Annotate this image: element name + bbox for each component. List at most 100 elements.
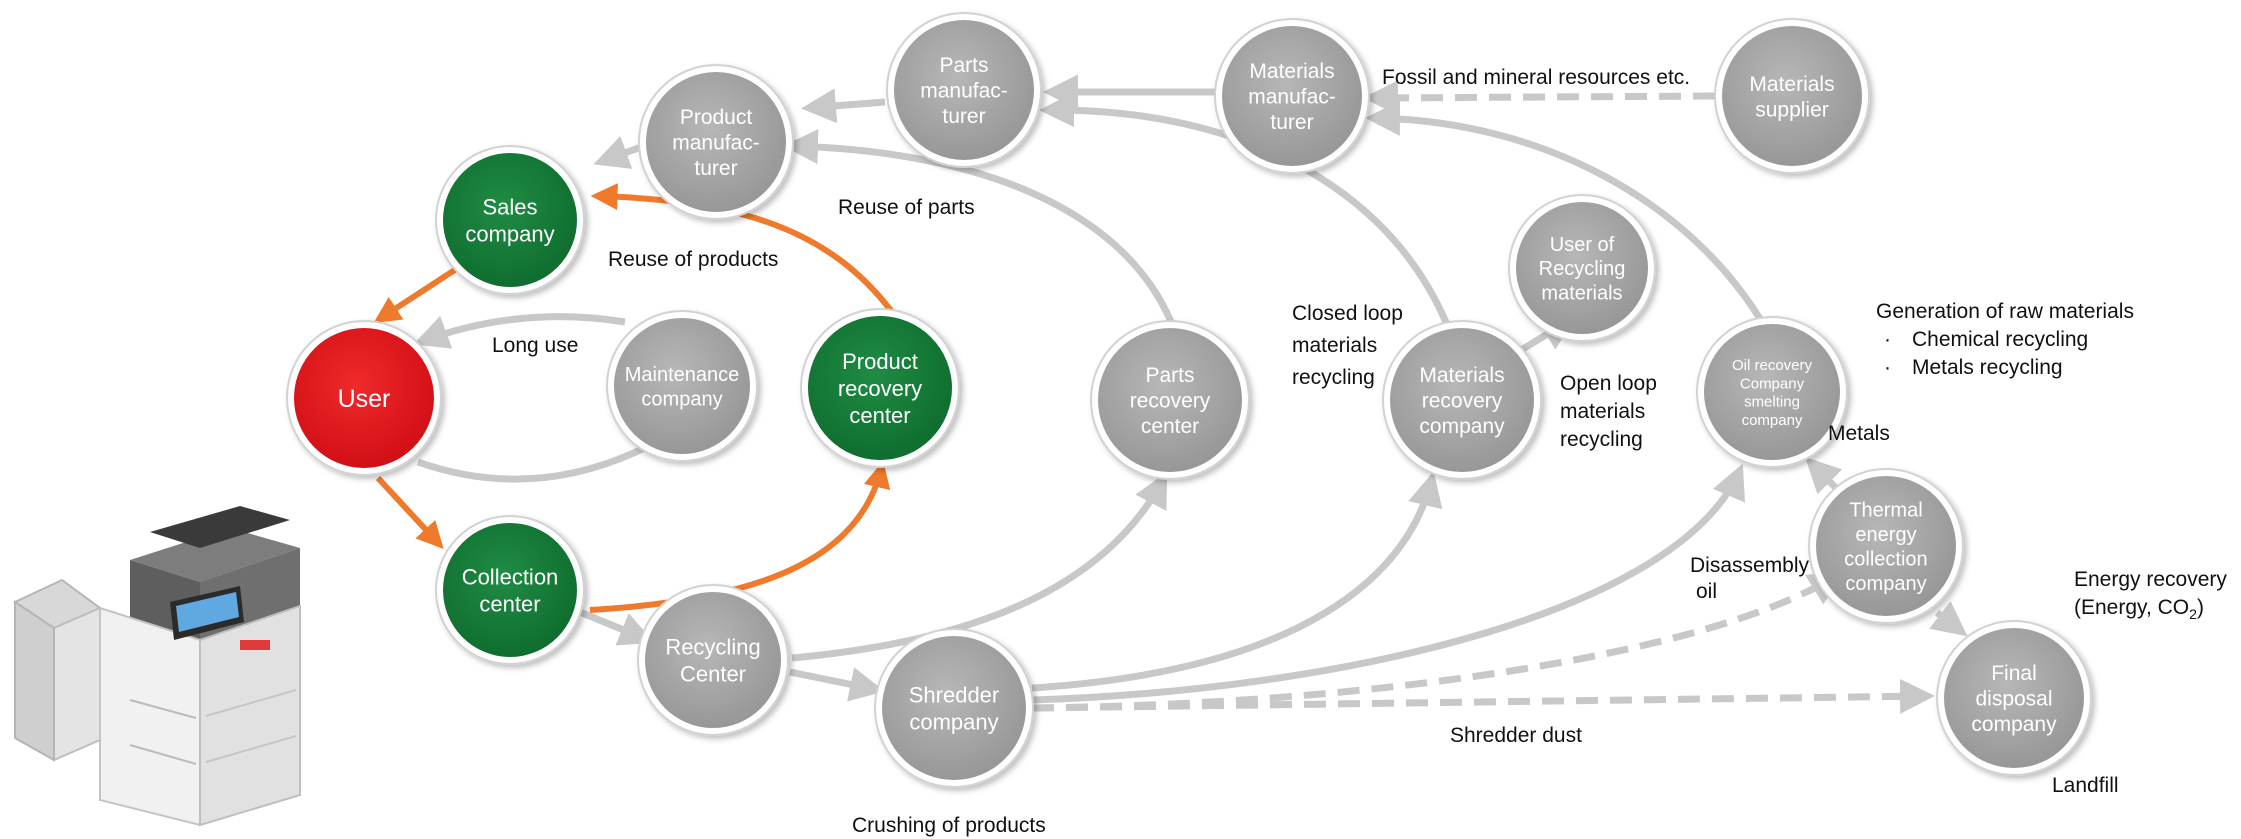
node-label-line: center bbox=[1141, 415, 1199, 438]
node-label-line: materials bbox=[1541, 283, 1622, 305]
landfill-label: Landfill bbox=[2052, 774, 2119, 797]
node-label-line: manufac- bbox=[1248, 86, 1336, 109]
node-label-line: Maintenance bbox=[625, 364, 740, 386]
node-label-line: Thermal bbox=[1849, 500, 1922, 522]
svg-text:(Energy, CO2): (Energy, CO2) bbox=[2074, 596, 2204, 622]
node-disc bbox=[646, 72, 786, 212]
node-label-line: center bbox=[849, 403, 910, 428]
annotations: Fossil and mineral resources etc. Reuse … bbox=[492, 66, 2227, 837]
arrow-collection-to-recycling bbox=[573, 606, 655, 646]
svg-text:Energy recovery: Energy recovery bbox=[2074, 568, 2227, 591]
node-label-line: company bbox=[1845, 573, 1926, 595]
node-label-line: Parts bbox=[1145, 364, 1194, 387]
node-disc bbox=[808, 316, 952, 460]
fossil-resources-label: Fossil and mineral resources etc. bbox=[1382, 66, 1690, 89]
node-label-line: Sales bbox=[482, 195, 537, 220]
node-disc bbox=[1704, 324, 1840, 460]
svg-text:materials: materials bbox=[1292, 334, 1377, 357]
node-label-line: Recycling bbox=[665, 635, 760, 660]
svg-text:Chemical recycling: Chemical recycling bbox=[1912, 328, 2088, 351]
node-label-line: company bbox=[1971, 713, 2057, 736]
arrow-shredder-to-final-disposal bbox=[1031, 678, 1935, 714]
node-label-line: turer bbox=[942, 105, 985, 128]
node-disc bbox=[1816, 476, 1956, 616]
node-user: User bbox=[286, 320, 442, 476]
disassembly-oil-label: Disassembly oil bbox=[1690, 554, 1810, 603]
node-disc bbox=[1944, 628, 2084, 768]
node-label-line: User of bbox=[1550, 234, 1615, 256]
arrow-parts-mfr-to-product-mfr bbox=[801, 88, 886, 124]
node-label-line: Final bbox=[1991, 662, 2037, 685]
node-disc bbox=[1516, 202, 1648, 334]
arrow-user-to-maintenance bbox=[416, 436, 662, 483]
arrow-recycling-to-shredder bbox=[789, 667, 885, 702]
node-disc bbox=[614, 318, 750, 454]
svg-text:oil: oil bbox=[1696, 580, 1717, 603]
shredder-dust-label: Shredder dust bbox=[1450, 724, 1582, 747]
open-loop-label: Open loop materials recycling bbox=[1560, 372, 1657, 451]
node-label-line: company bbox=[1419, 415, 1505, 438]
arrow-collection-to-product-recovery bbox=[589, 460, 891, 613]
node-label-line: supplier bbox=[1755, 98, 1829, 121]
node-label-line: Materials bbox=[1419, 364, 1504, 387]
node-label-line: Collection bbox=[462, 565, 559, 590]
node-disc bbox=[1222, 26, 1362, 166]
metals-label: Metals bbox=[1828, 422, 1890, 445]
crushing-of-products-label: Crushing of products bbox=[852, 814, 1046, 837]
arrow-user-to-collection bbox=[375, 475, 444, 549]
node-label-line: center bbox=[479, 591, 540, 616]
node-label-line: company bbox=[909, 709, 998, 734]
node-disc bbox=[443, 153, 577, 287]
node-label-line: Product bbox=[842, 349, 918, 374]
node-label-line: company bbox=[1742, 412, 1803, 429]
node-disc bbox=[1390, 328, 1534, 472]
node-label-line: Shredder bbox=[909, 683, 1000, 708]
energy-recovery-label: Energy recovery (Energy, CO2) bbox=[2074, 568, 2227, 622]
node-disc bbox=[443, 523, 577, 657]
svg-text:Closed loop: Closed loop bbox=[1292, 302, 1403, 325]
arrow-oil-recovery-to-materials-mfr bbox=[1365, 100, 1769, 329]
svg-text:Disassembly: Disassembly bbox=[1690, 554, 1810, 577]
svg-text:materials: materials bbox=[1560, 400, 1645, 423]
printer-illustration bbox=[12, 506, 301, 827]
node-disc bbox=[882, 636, 1026, 780]
node-label-line: Company bbox=[1740, 375, 1805, 392]
svg-text:·: · bbox=[1884, 356, 1891, 379]
arrow-recycling-to-parts-recovery bbox=[791, 471, 1168, 662]
node-label-line: Center bbox=[680, 661, 746, 686]
node-disc bbox=[894, 20, 1034, 160]
node-label-line: smelting bbox=[1744, 394, 1800, 411]
svg-text:Open loop: Open loop bbox=[1560, 372, 1657, 395]
node-label-line: Materials bbox=[1249, 60, 1334, 83]
node-label-line: manufac- bbox=[672, 132, 760, 155]
node-label-line: collection bbox=[1844, 548, 1927, 570]
node-label-line: turer bbox=[1270, 111, 1313, 134]
node-label-line: Recycling bbox=[1539, 258, 1626, 280]
node-label-line: turer bbox=[694, 157, 737, 180]
long-use-label: Long use bbox=[492, 334, 578, 357]
node-disc bbox=[645, 592, 781, 728]
arrow-supplier-to-materials-mfr bbox=[1363, 80, 1716, 116]
arrow-thermal-to-oil-recovery bbox=[1805, 457, 1843, 495]
generation-of-raw-materials-label: Generation of raw materials · Chemical r… bbox=[1876, 300, 2134, 379]
reuse-of-parts-label: Reuse of parts bbox=[838, 196, 975, 219]
arrow-shredder-to-thermal bbox=[1031, 571, 1844, 712]
nodes: UserSalescompanyCollectioncenterMaintena… bbox=[286, 12, 2092, 788]
svg-text:recycling: recycling bbox=[1292, 366, 1375, 389]
svg-text:·: · bbox=[1884, 328, 1891, 351]
